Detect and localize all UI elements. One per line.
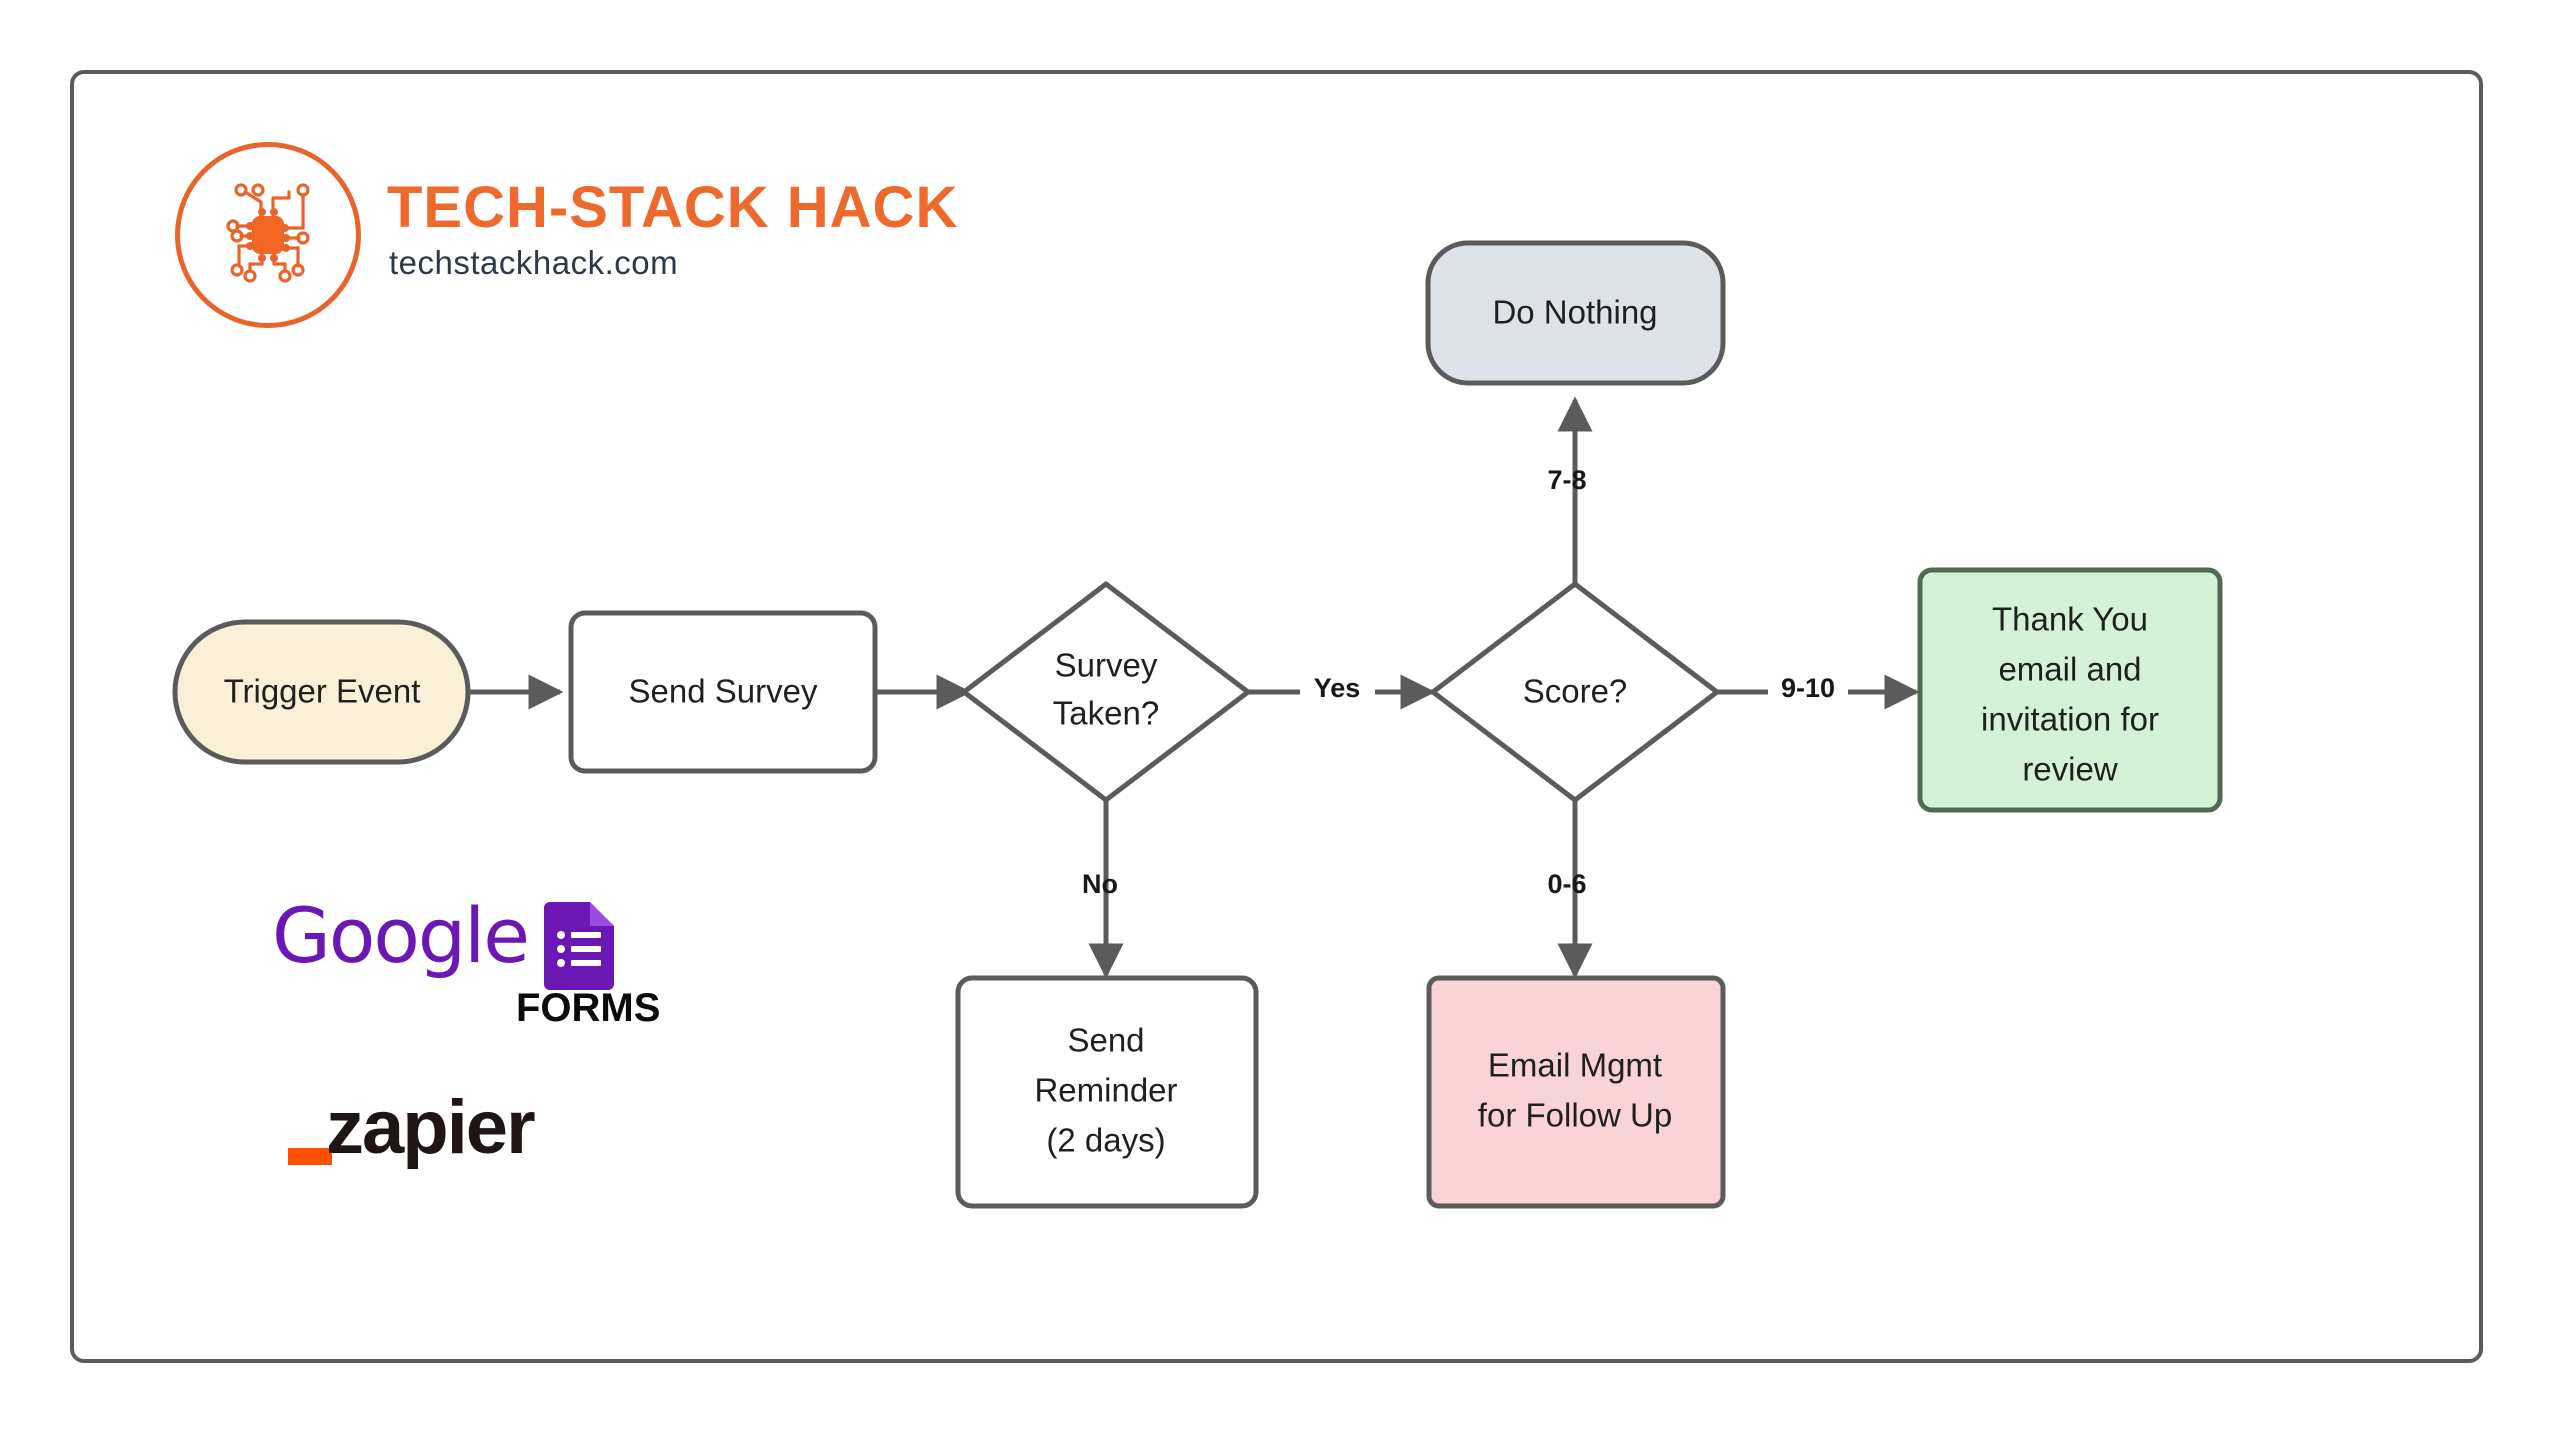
- edge-score-to-thank-you: 9-10: [1717, 673, 1920, 710]
- node-thank-you-label-line-3: invitation for: [1981, 701, 2159, 738]
- zapier-dash-icon: [288, 1148, 332, 1165]
- google-forms-doc-icon: [544, 902, 614, 990]
- node-survey-taken[interactable]: Survey Taken?: [961, 581, 1251, 803]
- brand-title: TECH-STACK HACK: [387, 175, 959, 240]
- google-wordmark: Google: [272, 891, 530, 980]
- edge-label-yes: Yes: [1314, 673, 1361, 703]
- circuit-chip-icon: [175, 142, 361, 328]
- google-forms-logo: Google FORMS: [272, 891, 660, 1029]
- node-thank-you-label-line-1: Thank You: [1992, 601, 2148, 638]
- node-survey-taken-label-line-1: Survey: [1055, 647, 1158, 684]
- edge-survey-taken-to-send-reminder: No: [1082, 800, 1124, 979]
- edge-survey-taken-to-score: Yes: [1248, 673, 1436, 710]
- node-score-label: Score?: [1523, 673, 1628, 710]
- edge-label-no: No: [1082, 869, 1118, 899]
- edge-label-9-10: 9-10: [1781, 673, 1835, 703]
- node-send-survey-label: Send Survey: [629, 673, 818, 710]
- node-email-mgmt[interactable]: Email Mgmt for Follow Up: [1426, 975, 1726, 1209]
- node-score[interactable]: Score?: [1430, 581, 1720, 803]
- forms-wordmark: FORMS: [516, 986, 661, 1030]
- node-thank-you-label-line-4: review: [2022, 751, 2118, 788]
- node-send-reminder-label-line-1: Send: [1067, 1022, 1144, 1059]
- node-email-mgmt-label-line-2: for Follow Up: [1478, 1097, 1672, 1134]
- node-send-reminder-label-line-2: Reminder: [1034, 1072, 1177, 1109]
- node-thank-you-label-line-2: email and: [1998, 651, 2141, 688]
- node-send-reminder[interactable]: Send Reminder (2 days): [955, 975, 1259, 1209]
- node-do-nothing-label: Do Nothing: [1492, 294, 1657, 331]
- edge-label-0-6: 0-6: [1547, 869, 1586, 899]
- node-trigger-event[interactable]: Trigger Event: [172, 619, 471, 765]
- node-do-nothing[interactable]: Do Nothing: [1425, 240, 1726, 386]
- node-survey-taken-label-line-2: Taken?: [1053, 695, 1159, 732]
- edge-label-7-8: 7-8: [1547, 465, 1586, 495]
- node-trigger-event-label: Trigger Event: [224, 673, 421, 710]
- zapier-wordmark: zapier: [326, 1085, 536, 1170]
- edge-score-to-email-mgmt: 0-6: [1547, 800, 1593, 979]
- brand-website: techstackhack.com: [389, 244, 679, 281]
- node-thank-you[interactable]: Thank You email and invitation for revie…: [1917, 567, 2223, 813]
- node-send-reminder-label-line-3: (2 days): [1046, 1122, 1165, 1159]
- brand-logo: TECH-STACK HACK techstackhack.com: [175, 142, 957, 342]
- node-send-survey[interactable]: Send Survey: [568, 610, 878, 774]
- node-email-mgmt-label-line-1: Email Mgmt: [1488, 1047, 1662, 1084]
- edge-score-to-do-nothing: 7-8: [1547, 396, 1593, 584]
